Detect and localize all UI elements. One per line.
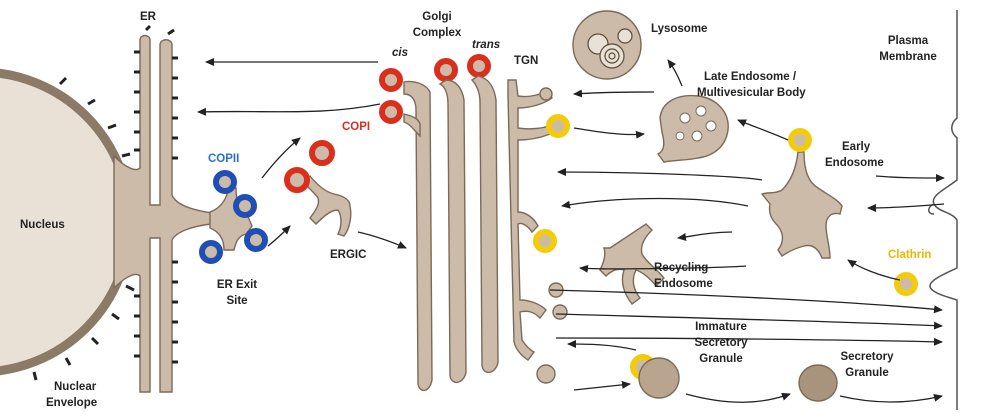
- copii-vesicle: [247, 231, 265, 249]
- copi-vesicle: [382, 71, 400, 89]
- recycling-endosome-label-line2: Endosome: [654, 278, 713, 290]
- golgi-cisterna-medial: [440, 80, 466, 382]
- plasma-membrane-label-line2: Membrane: [879, 51, 937, 63]
- ergic-label: ERGIC: [330, 249, 366, 261]
- cis-label: cis: [392, 47, 408, 59]
- copi-vesicle: [312, 143, 332, 163]
- early-endosome-label-line2: Endosome: [825, 157, 884, 169]
- immature-granule-label-line2: Secretory: [694, 337, 748, 349]
- copi-vesicle: [470, 57, 488, 75]
- secretory-granule-label-line1: Secretory: [840, 351, 894, 363]
- copii-vesicle: [202, 243, 220, 261]
- nucleus-label: Nucleus: [20, 219, 65, 231]
- late-endosome-label-line1: Late Endosome /: [704, 71, 797, 83]
- late-endosome: [658, 96, 728, 162]
- immature-granule-label-line1: Immature: [695, 321, 747, 333]
- golgi-complex-label-line2: Complex: [413, 27, 462, 39]
- golgi-complex-label-line1: Golgi: [422, 11, 451, 23]
- nuclear-envelope-label-line2: Envelope: [46, 397, 97, 409]
- clathrin-label: Clathrin: [888, 249, 931, 261]
- transport-arrows: [198, 60, 944, 402]
- clathrin-vesicle: [791, 131, 809, 149]
- golgi-complex: [404, 76, 498, 390]
- secretory-granule-label-line2: Granule: [845, 367, 888, 379]
- copi-vesicle: [437, 61, 455, 79]
- copi-label: COPI: [342, 121, 370, 133]
- immature-granule-label-line3: Granule: [699, 353, 742, 365]
- endoplasmic-reticulum: [114, 26, 212, 392]
- ergic: [302, 176, 351, 236]
- er-exit-site-label-line1: ER Exit: [217, 279, 257, 291]
- er-label: ER: [140, 11, 157, 23]
- nuclear-envelope-label-line1: Nuclear: [54, 381, 97, 393]
- copi-vesicle: [382, 103, 400, 121]
- lysosome: [573, 11, 641, 79]
- lysosome-label: Lysosome: [651, 23, 707, 35]
- tgn-label: TGN: [514, 55, 538, 67]
- clathrin-vesicle: [536, 232, 554, 250]
- golgi-cisterna-trans: [472, 76, 498, 372]
- er-exit-site-label-line2: Site: [226, 295, 247, 307]
- clathrin-vesicle: [549, 117, 567, 135]
- tgn-bud: [540, 88, 552, 100]
- copii-vesicle: [216, 173, 234, 191]
- secretory-granule: [799, 365, 837, 401]
- tgn-bud: [553, 305, 567, 319]
- immature-secretory-granule: [639, 358, 679, 398]
- copii-vesicle: [236, 197, 254, 215]
- late-endosome-label-line2: Multivesicular Body: [697, 87, 806, 99]
- clathrin-vesicle: [897, 275, 915, 293]
- plasma-membrane-label-line1: Plasma: [888, 35, 929, 47]
- recycling-endosome-label-line1: Recycling: [654, 262, 708, 274]
- early-endosome-label-line1: Early: [842, 141, 871, 153]
- copii-label: COPII: [208, 153, 239, 165]
- trans-label: trans: [472, 39, 500, 51]
- copi-vesicle: [287, 170, 307, 190]
- tgn-bud: [537, 365, 555, 383]
- plasma-membrane: [929, 10, 957, 410]
